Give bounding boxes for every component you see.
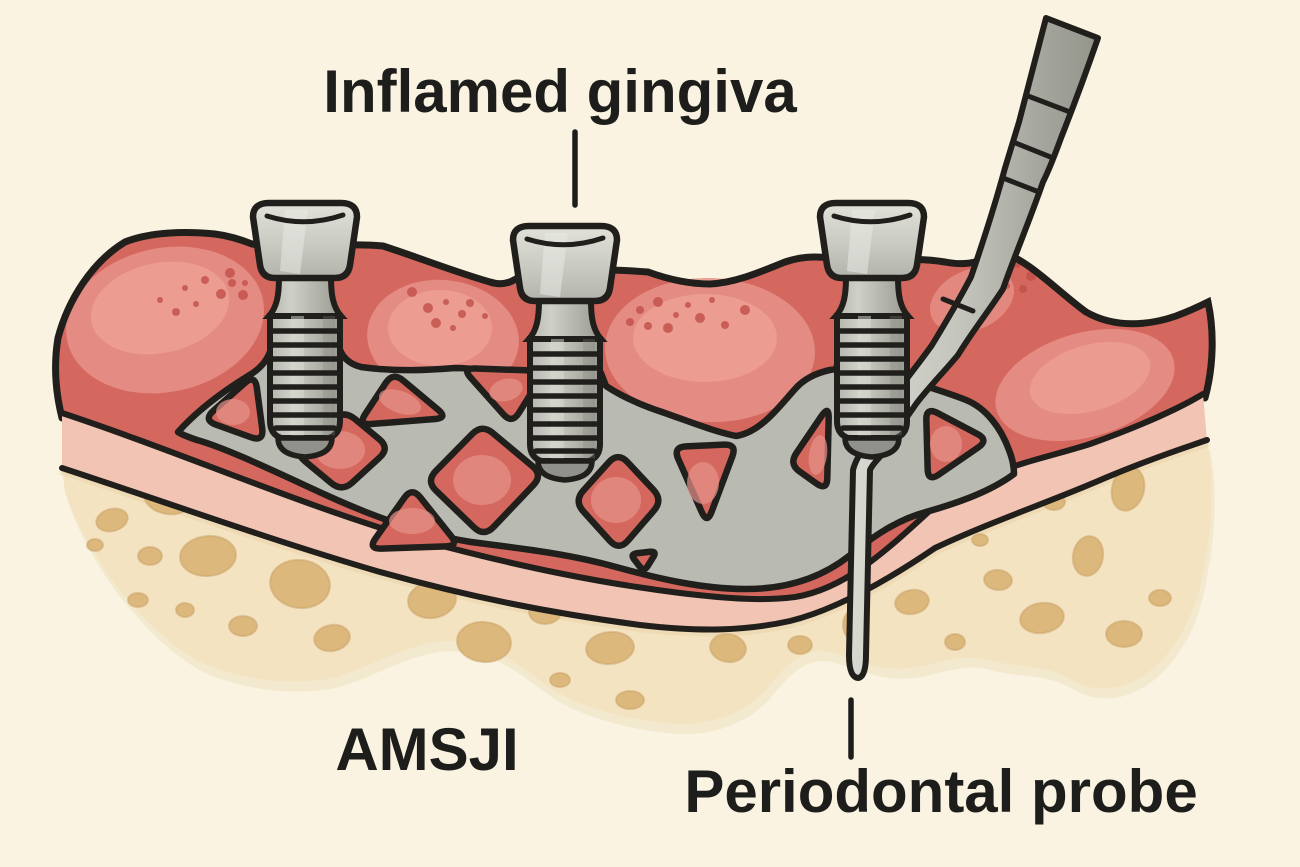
label-amsji: AMSJI (335, 716, 518, 783)
frame-opening (629, 548, 658, 573)
probe-shaft (846, 15, 1101, 681)
label-inflamed-gingiva: Inflamed gingiva (323, 58, 797, 125)
periodontal-probe (846, 15, 1101, 681)
probe-graduation-marks (940, 93, 1073, 314)
gingiva-mound-core (633, 294, 777, 382)
mucosa-top-line (59, 391, 1206, 603)
gingiva-outline (52, 229, 1216, 422)
inflammation-speckles (157, 260, 1036, 333)
annotations: Inflamed gingiva AMSJI Periodontal probe (323, 58, 1197, 825)
gingiva-mound-core (90, 261, 230, 355)
bone-body (62, 440, 1212, 724)
amsji-frame (174, 340, 1018, 593)
mucosa-band (62, 394, 1207, 630)
mucosa-bottom-line (59, 437, 1210, 633)
implant-screw-2 (513, 226, 617, 480)
gingiva-mound-core (388, 290, 492, 366)
implant-screw-3 (820, 203, 924, 457)
label-periodontal-probe: Periodontal probe (684, 758, 1197, 825)
frame-lattice-openings (205, 365, 987, 573)
mucoperiosteum (59, 391, 1210, 633)
implant-screw-1 (253, 203, 357, 457)
gingiva-mound-core (1029, 341, 1151, 415)
